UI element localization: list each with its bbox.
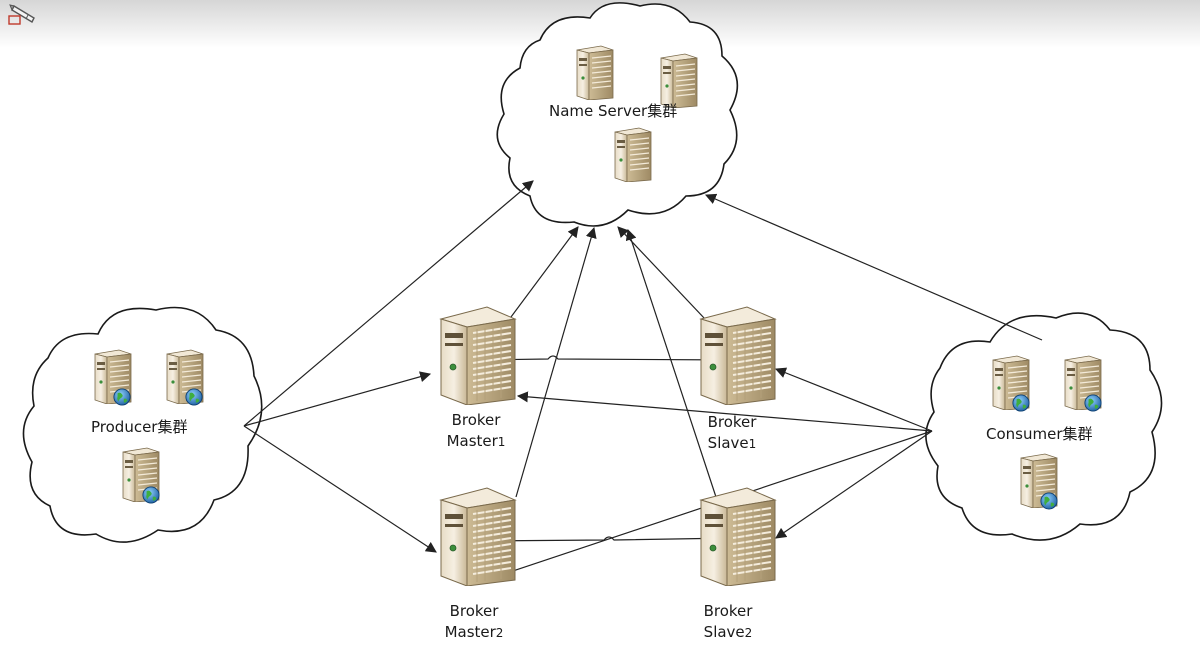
broker-master1-line2: Master1	[446, 432, 506, 450]
globe-icon	[142, 486, 160, 504]
edge-slave2-nameserver	[625, 228, 717, 498]
edge-consumer-nameserver	[704, 193, 1043, 341]
consumer-label: Consumer集群	[986, 425, 1093, 443]
server-icon	[439, 305, 517, 405]
broker-slave2-line2: Slave2	[703, 623, 753, 641]
broker-master1-line1: Broker	[451, 411, 501, 429]
edge-consumer-master1	[516, 391, 933, 432]
globe-icon	[1084, 394, 1102, 412]
edge-master2-nameserver	[515, 226, 597, 498]
pencil-icon[interactable]	[6, 2, 38, 24]
edge-producer-master2	[243, 425, 437, 553]
broker-master1-label: Broker Master1	[436, 410, 516, 453]
globe-icon	[1012, 394, 1030, 412]
edge-consumer-slave1	[774, 367, 933, 432]
edge-master1-slave1	[476, 354, 740, 366]
edge-consumer-slave2	[775, 430, 933, 539]
server-icon	[614, 127, 652, 182]
broker-master2-label: Broker Master2	[434, 601, 514, 644]
globe-icon	[185, 388, 203, 406]
connections	[243, 180, 1043, 577]
broker-slave1-label: Broker Slave1	[692, 412, 772, 455]
broker-master2-line1: Broker	[449, 602, 499, 620]
broker-slave1-line2: Slave1	[707, 434, 757, 452]
broker-master2-line2: Master2	[444, 623, 504, 641]
name-server-label: Name Server集群	[549, 102, 678, 120]
broker-slave1-line1: Broker	[707, 413, 757, 431]
rectangle-icon[interactable]	[8, 14, 22, 26]
broker-slave2-line1: Broker	[703, 602, 753, 620]
globe-icon	[113, 388, 131, 406]
server-icon	[699, 486, 777, 586]
server-icon	[699, 305, 777, 405]
broker-slave2-label: Broker Slave2	[688, 601, 768, 644]
producer-label: Producer集群	[91, 418, 188, 436]
consumer-cloud	[925, 312, 1163, 541]
edge-producer-master1	[243, 371, 432, 427]
edge-producer-nameserver	[243, 180, 534, 427]
server-icon	[660, 53, 698, 108]
globe-icon	[1040, 492, 1058, 510]
server-icon	[576, 45, 614, 100]
server-icon	[439, 486, 517, 586]
